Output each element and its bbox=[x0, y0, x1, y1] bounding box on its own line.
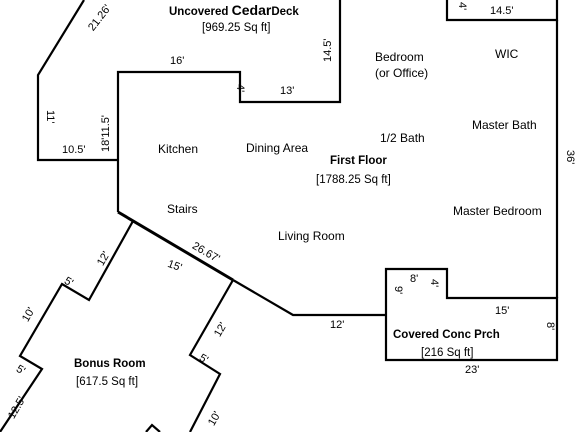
dim-porch-notch-side: 4' bbox=[428, 279, 440, 288]
bonus-room-south-stub bbox=[145, 423, 161, 432]
deck-title: Uncovered CedarDeck bbox=[169, 2, 299, 18]
room-master-bath: Master Bath bbox=[472, 118, 537, 132]
dim-porch-west: 9' bbox=[392, 286, 404, 295]
room-bedroom-alt: (or Office) bbox=[375, 66, 429, 80]
living-room-diagonal-wall bbox=[117, 210, 234, 282]
dim-deck-bottom: 10.5' bbox=[62, 144, 86, 156]
dim-porch-south: 23' bbox=[465, 364, 480, 376]
bonus-room-outline bbox=[0, 220, 134, 432]
room-dining: Dining Area bbox=[246, 141, 309, 155]
dim-deck-south: 13' bbox=[280, 85, 295, 97]
dim-kitchen-west: 18'11.5' bbox=[100, 114, 112, 152]
room-kitchen: Kitchen bbox=[158, 142, 199, 156]
bonus-room-title: Bonus Room bbox=[74, 358, 146, 370]
dim-kitchen-north: 16' bbox=[170, 55, 185, 67]
porch-title: Covered Conc Prch bbox=[393, 329, 500, 341]
dim-wic-notch: 4' bbox=[456, 2, 468, 11]
wic-notch bbox=[445, 0, 559, 22]
dim-living-south: 12' bbox=[330, 319, 345, 331]
dim-porch-notch-top: 8' bbox=[410, 273, 419, 285]
living-room-south-wall bbox=[232, 279, 386, 317]
room-bedroom: Bedroom bbox=[375, 50, 424, 64]
deck-outline bbox=[36, 0, 118, 162]
bonus-room-area: [617.5 Sq ft] bbox=[76, 376, 139, 388]
deck-inner-step bbox=[116, 0, 342, 160]
first-floor-area: [1788.25 Sq ft] bbox=[316, 174, 391, 186]
room-living-room: Living Room bbox=[278, 229, 345, 243]
dim-deck-step: 4' bbox=[234, 84, 246, 93]
porch-area: [216 Sq ft] bbox=[421, 347, 474, 359]
bonus-room-east-wall bbox=[188, 279, 234, 432]
room-half-bath: 1/2 Bath bbox=[380, 131, 425, 145]
dim-porch-north: 15' bbox=[495, 305, 510, 317]
room-wic: WIC bbox=[495, 47, 519, 61]
room-master-bedroom: Master Bedroom bbox=[453, 204, 542, 218]
dim-porch-east: 8' bbox=[544, 322, 556, 331]
dim-deck-east: 14.5' bbox=[322, 38, 334, 62]
dim-deck-west: 11' bbox=[44, 110, 56, 124]
deck-area: [969.25 Sq ft] bbox=[202, 22, 271, 34]
first-floor-title: First Floor bbox=[330, 155, 387, 167]
room-stairs: Stairs bbox=[167, 202, 198, 216]
porch-outline bbox=[384, 267, 559, 362]
dim-wic-width: 14.5' bbox=[490, 5, 514, 17]
dim-east-wall: 36' bbox=[564, 150, 576, 165]
